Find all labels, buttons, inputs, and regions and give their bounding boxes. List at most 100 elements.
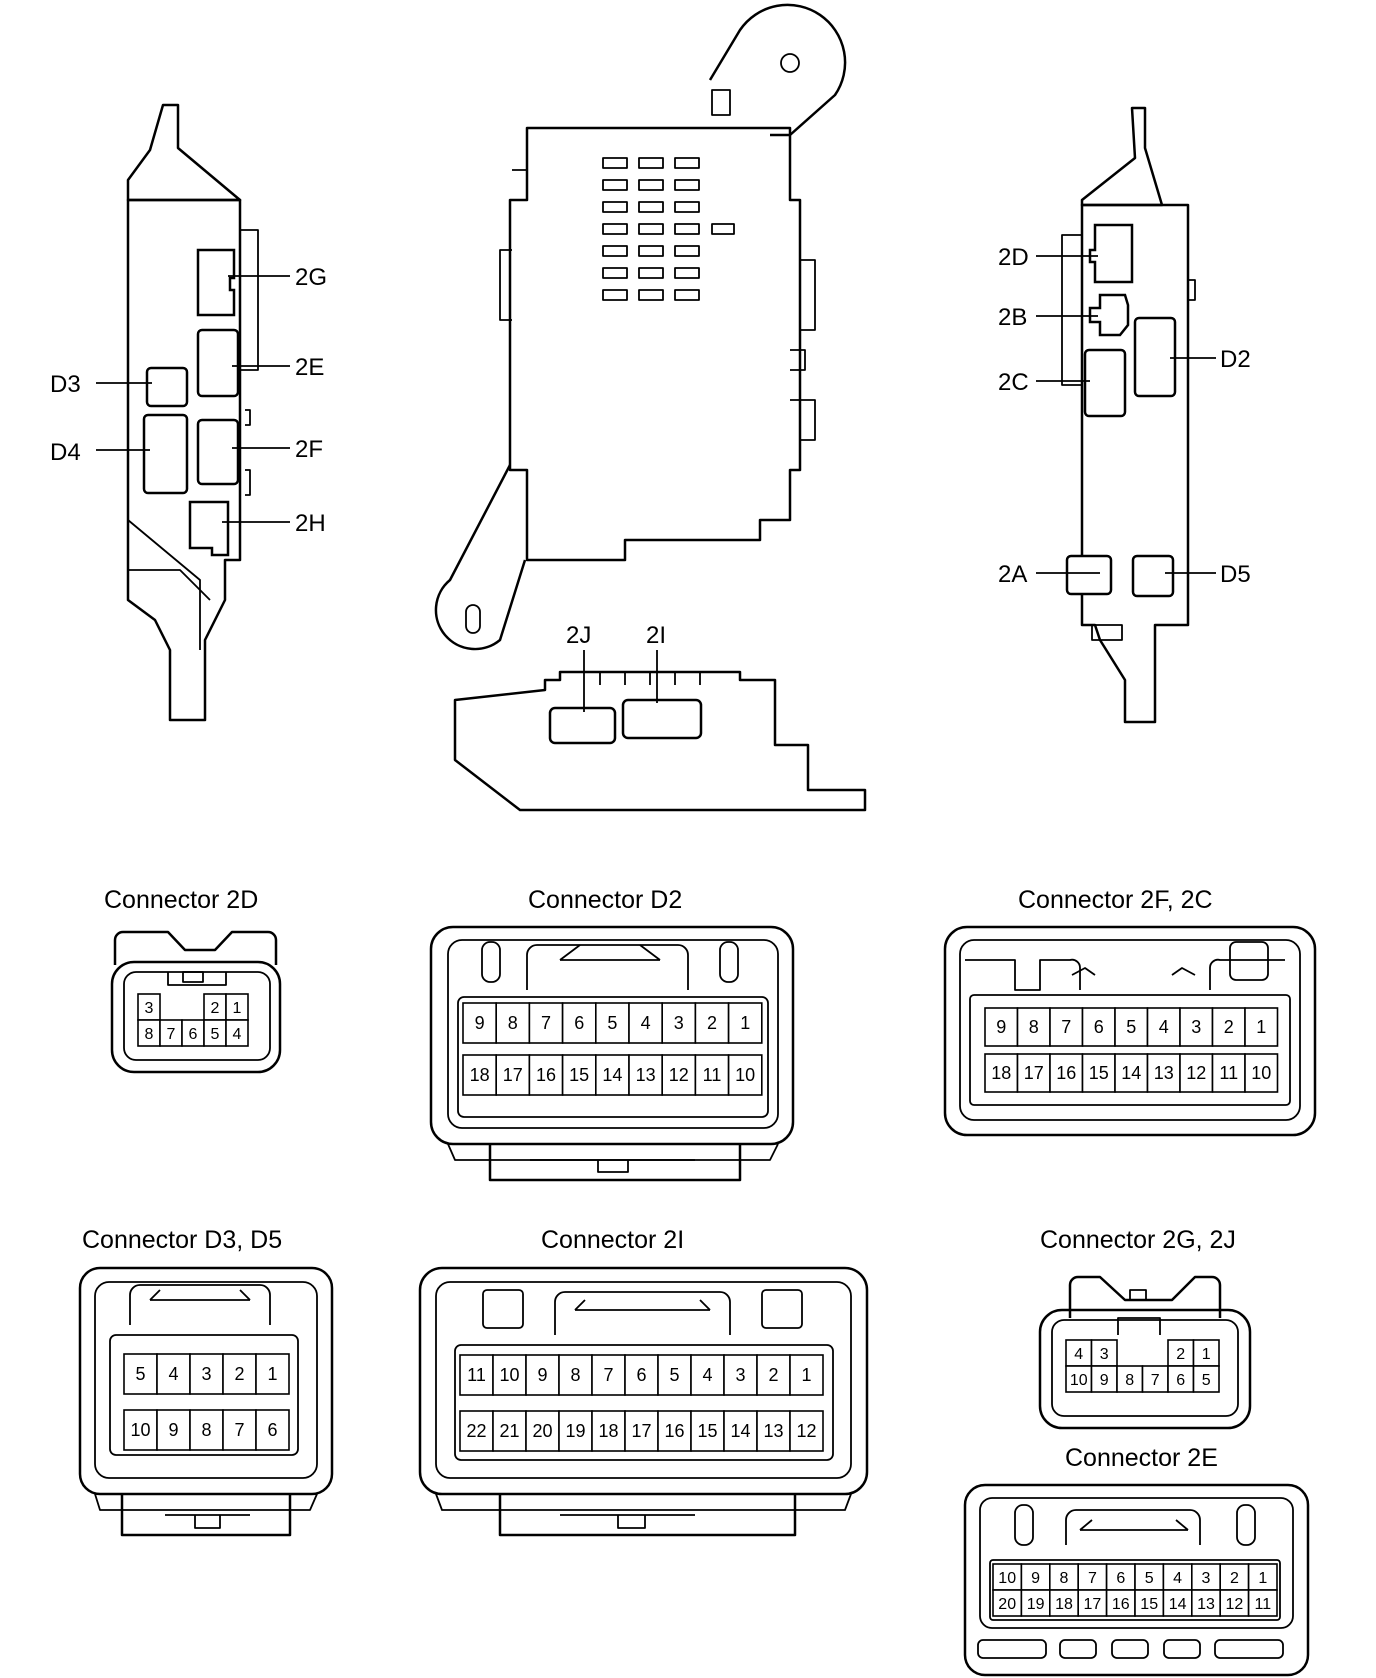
pin-cell <box>1081 1053 1116 1093</box>
pin-number: 15 <box>1089 1063 1109 1083</box>
fuse-slot <box>674 267 700 279</box>
pin-number: 16 <box>1112 1596 1130 1613</box>
callout-2G: 2G <box>295 264 327 291</box>
pin-cell <box>492 1410 527 1452</box>
pin-number: 12 <box>1186 1063 1206 1083</box>
pin-number: 5 <box>1202 1372 1211 1389</box>
fuse-slot <box>638 289 664 301</box>
pin-cell <box>525 1410 560 1452</box>
pin-number: 22 <box>466 1421 486 1441</box>
pin-number: 13 <box>1197 1596 1215 1613</box>
fuse-slot <box>602 179 628 191</box>
pin-cell <box>255 1353 290 1395</box>
pin-cell <box>723 1410 758 1452</box>
pin-number: 19 <box>565 1421 585 1441</box>
center-top-view: 2J 2I <box>434 3 867 812</box>
pin-number: 9 <box>1100 1372 1109 1389</box>
pin-cell <box>495 1002 531 1044</box>
pin-cell <box>1162 1563 1193 1591</box>
pin-number: 20 <box>998 1596 1016 1613</box>
pin-number: 18 <box>1055 1596 1073 1613</box>
pin-cell <box>1179 1007 1214 1047</box>
pin-number: 13 <box>763 1421 783 1441</box>
pin-number: 1 <box>740 1013 750 1033</box>
pin-cell <box>558 1354 593 1396</box>
pin-number: 3 <box>145 1000 154 1017</box>
pin-cell <box>1247 1589 1278 1617</box>
pin-number: 1 <box>1258 1570 1267 1587</box>
pin-number: 18 <box>991 1063 1011 1083</box>
pin-cell <box>123 1353 158 1395</box>
pin-cell <box>1016 1007 1051 1047</box>
pin-cell <box>1247 1563 1278 1591</box>
pin-cell <box>1077 1563 1108 1591</box>
pin-cell <box>984 1007 1019 1047</box>
fuse-slot <box>602 245 628 257</box>
connector-2D-title: Connector 2D <box>104 886 258 914</box>
pin-cell <box>459 1410 494 1452</box>
pin-number: 2 <box>1230 1570 1239 1587</box>
fuse-slot <box>602 201 628 213</box>
pin-number: 5 <box>1145 1570 1154 1587</box>
fuse-grid <box>602 157 735 301</box>
fuse-slot <box>602 223 628 235</box>
fuse-slot <box>674 157 700 169</box>
fuse-slot <box>638 201 664 213</box>
callout-2J: 2J <box>566 622 591 649</box>
callout-2D: 2D <box>998 244 1029 271</box>
pin-number: 7 <box>1088 1570 1097 1587</box>
pin-cell <box>1114 1053 1149 1093</box>
connector-D3-D5-title: Connector D3, D5 <box>82 1226 282 1254</box>
fuse-slot <box>638 245 664 257</box>
pin-number: 4 <box>1159 1017 1169 1037</box>
pin-number: 1 <box>801 1365 811 1385</box>
pin-number: 5 <box>211 1026 220 1043</box>
callout-2A: 2A <box>998 561 1027 588</box>
pin-cell <box>189 1353 224 1395</box>
pin-cell <box>1192 1339 1220 1367</box>
pin-number: 4 <box>233 1026 242 1043</box>
pin-number: 17 <box>631 1421 651 1441</box>
pin-number: 13 <box>636 1065 656 1085</box>
connector-2E-bottom-slots <box>977 1639 1284 1659</box>
pin-number: 7 <box>1151 1372 1160 1389</box>
pin-number: 6 <box>1176 1372 1185 1389</box>
pin-cell <box>1219 1589 1250 1617</box>
pin-cell <box>561 1054 597 1096</box>
callout-D2: D2 <box>1220 346 1251 373</box>
pin-cell <box>1179 1053 1214 1093</box>
fuse-slot <box>602 267 628 279</box>
pin-cell <box>984 1053 1019 1093</box>
pin-number: 4 <box>1173 1570 1182 1587</box>
pin-number: 5 <box>135 1364 145 1384</box>
left-side-view: 2G 2E D3 D4 2F 2H <box>50 103 327 722</box>
pin-number: 14 <box>602 1065 622 1085</box>
pin-cell <box>462 1054 498 1096</box>
pin-number: 16 <box>536 1065 556 1085</box>
pin-number: 4 <box>702 1365 712 1385</box>
pin-cell <box>1192 1365 1220 1393</box>
fuse-slot <box>602 157 628 169</box>
callout-2C: 2C <box>998 369 1029 396</box>
pin-number: 8 <box>508 1013 518 1033</box>
pin-cell <box>591 1410 626 1452</box>
pin-number: 5 <box>1126 1017 1136 1037</box>
pin-number: 12 <box>796 1421 816 1441</box>
pin-cell <box>528 1054 564 1096</box>
fuse-slot <box>638 157 664 169</box>
callout-2H: 2H <box>295 510 326 537</box>
pin-number: 19 <box>1027 1596 1045 1613</box>
pin-cell <box>561 1002 597 1044</box>
pin-number: 3 <box>1191 1017 1201 1037</box>
pin-number: 15 <box>697 1421 717 1441</box>
callout-D3: D3 <box>50 371 81 398</box>
pin-number: 21 <box>499 1421 519 1441</box>
pin-number: 16 <box>664 1421 684 1441</box>
pin-cell <box>727 1054 763 1096</box>
pin-number: 10 <box>998 1570 1016 1587</box>
